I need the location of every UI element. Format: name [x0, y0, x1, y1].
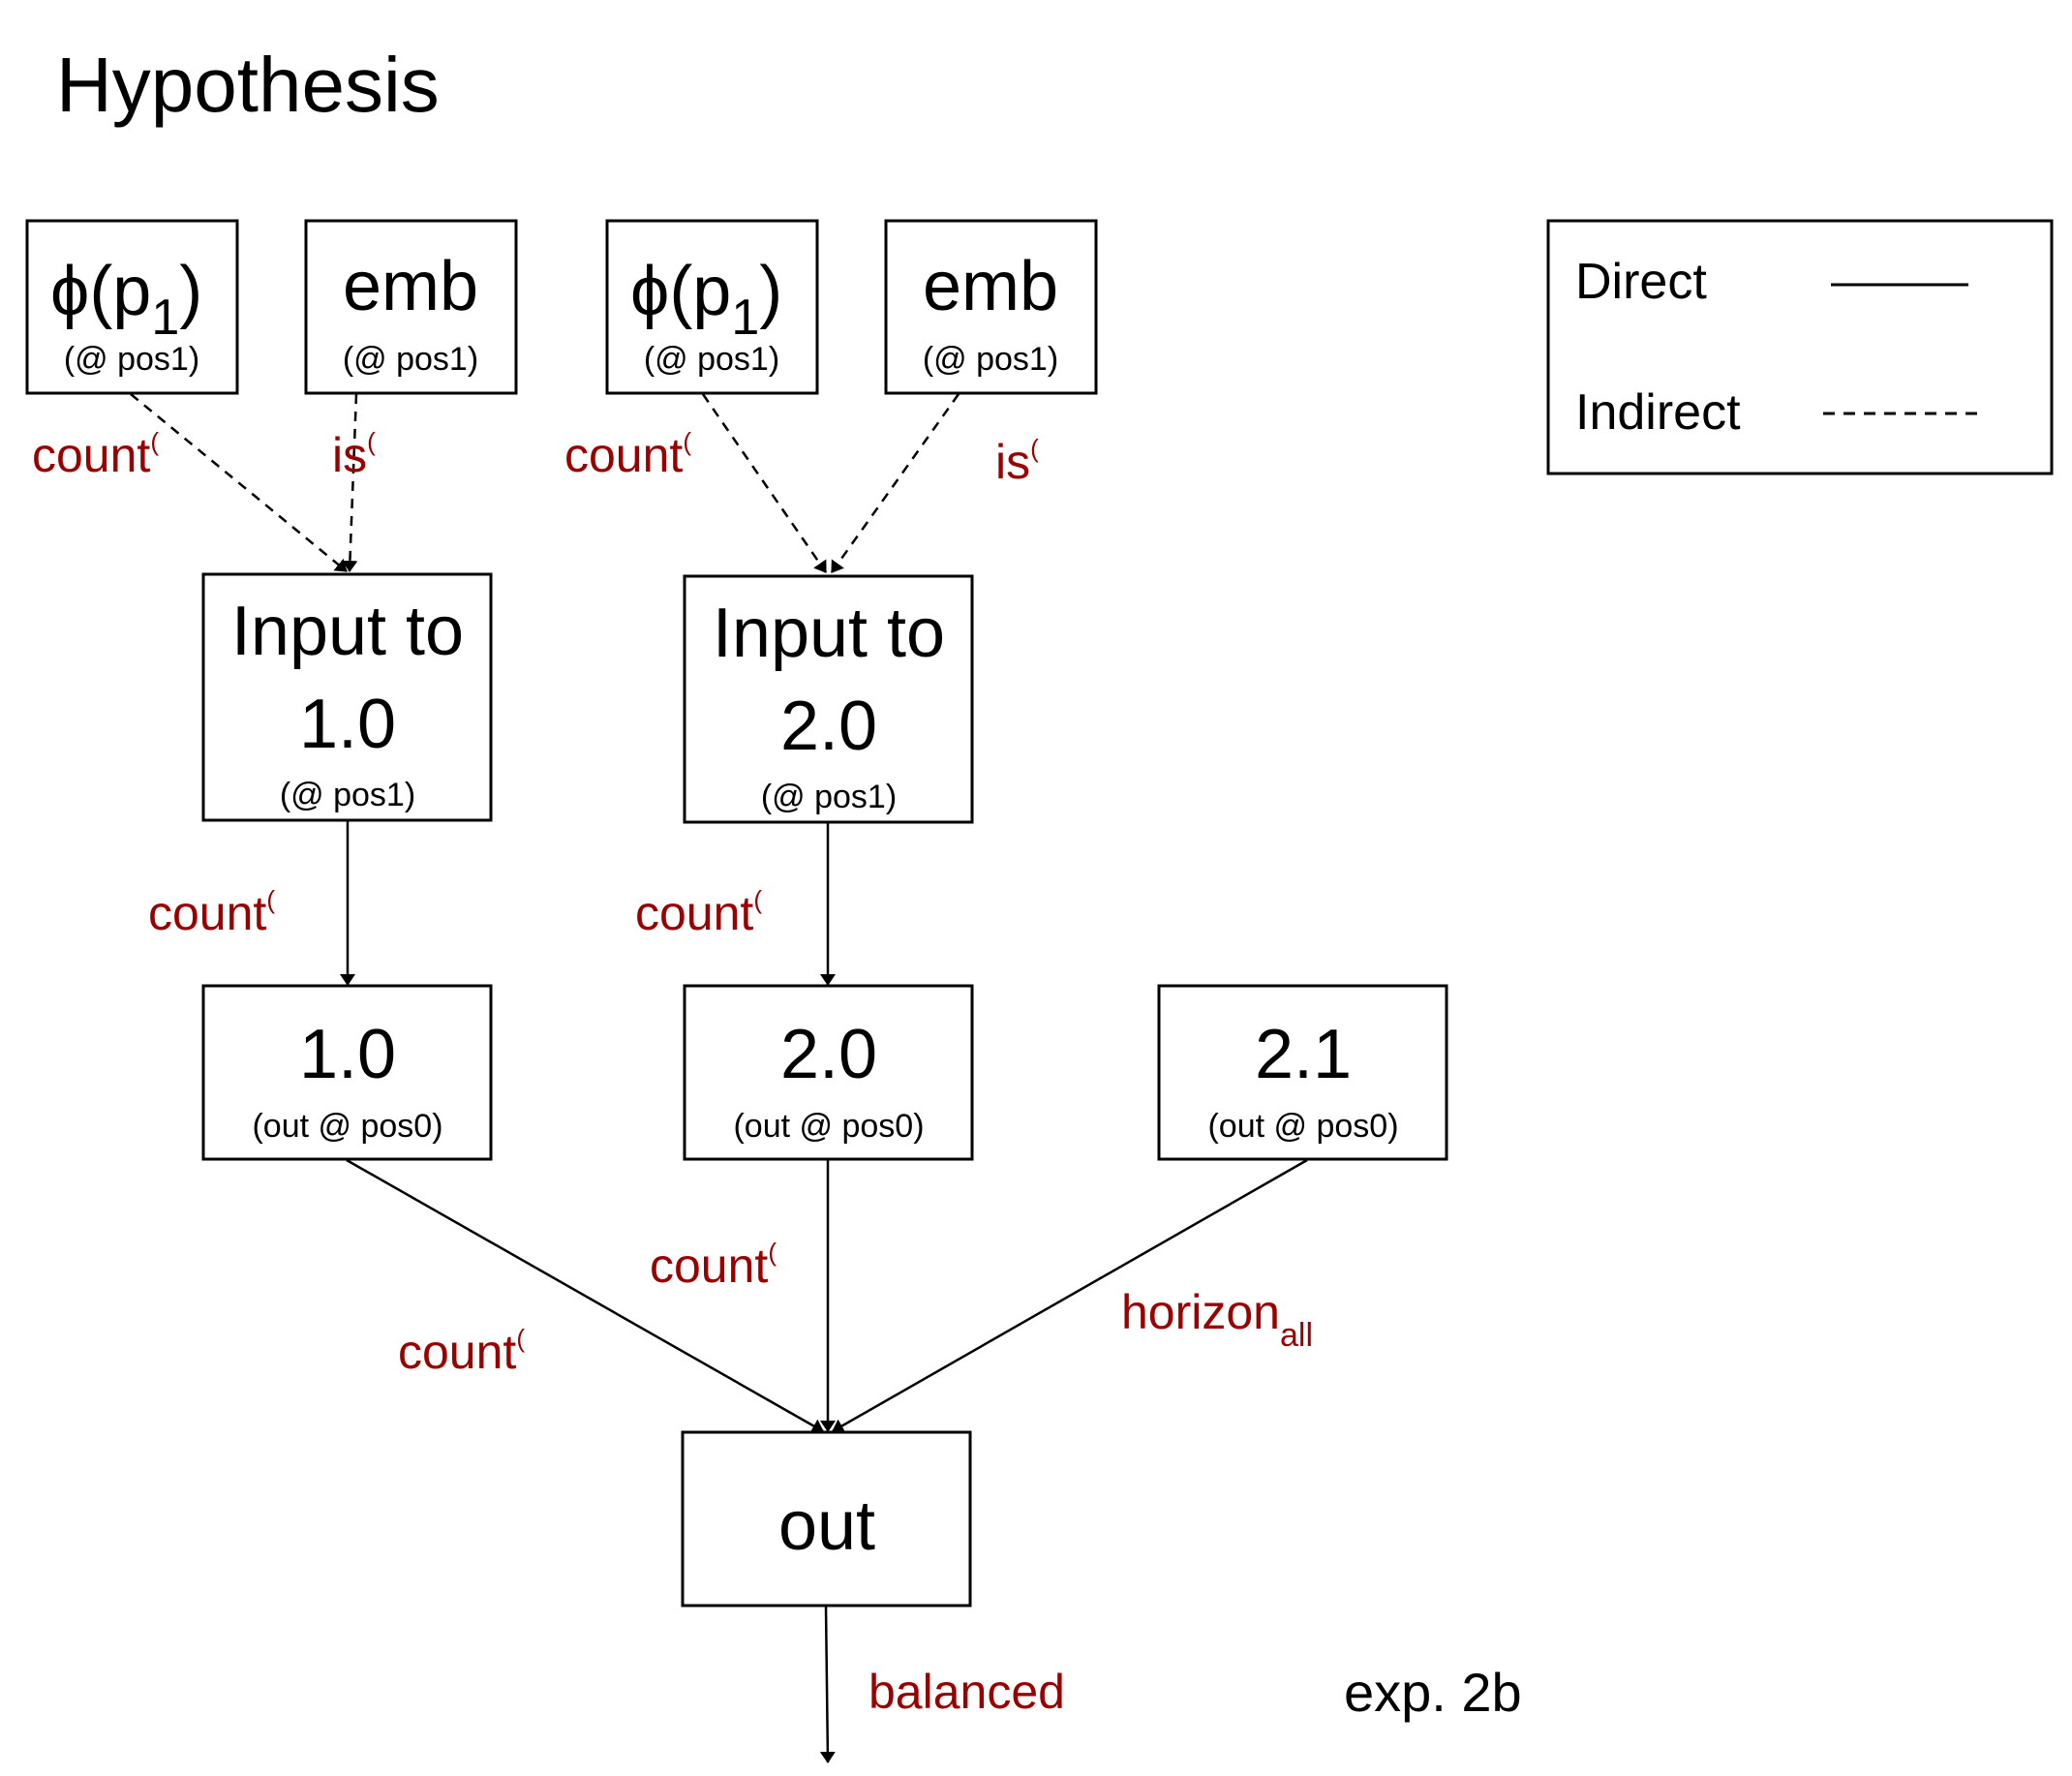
node-emb-left: emb (@ pos1) — [304, 219, 518, 395]
caption: exp. 2b — [1344, 1662, 1522, 1723]
node-2.0: 2.0 (out @ pos0) — [683, 984, 974, 1161]
edge-label-emb1-is: is( — [332, 427, 376, 482]
edge-label-input10-count: count( — [148, 885, 275, 940]
node-1.0: 1.0 (out @ pos0) — [201, 984, 493, 1161]
edge-label-2.0-out-count: count( — [650, 1238, 777, 1293]
svg-text:2.1: 2.1 — [1255, 1016, 1352, 1093]
svg-text:1.0: 1.0 — [299, 686, 396, 763]
svg-text:out: out — [778, 1487, 875, 1565]
svg-text:Input to: Input to — [713, 595, 945, 672]
node-phi-p1-left: ϕ(p1) (@ pos1) — [25, 219, 239, 395]
node-out: out — [681, 1430, 972, 1608]
node-input-to-1.0: Input to 1.0 (@ pos1) — [201, 572, 493, 822]
node-2.1: 2.1 (out @ pos0) — [1157, 984, 1448, 1161]
edge-phi1-to-input10 — [130, 393, 348, 572]
svg-text:(@ pos1): (@ pos1) — [343, 341, 478, 378]
edge-label-1.0-out-count: count( — [398, 1324, 525, 1379]
svg-text:emb: emb — [923, 248, 1058, 325]
svg-text:(@ pos1): (@ pos1) — [644, 341, 779, 378]
edge-1.0-to-out — [346, 1158, 824, 1433]
edge-out-to-final — [819, 1606, 836, 1763]
node-phi-p1-right: ϕ(p1) (@ pos1) — [605, 219, 819, 395]
edge-phi2-to-input20 — [701, 393, 828, 573]
svg-text:(out @ pos0): (out @ pos0) — [1207, 1108, 1398, 1145]
svg-text:(out @ pos0): (out @ pos0) — [252, 1108, 442, 1145]
svg-text:emb: emb — [343, 248, 478, 325]
svg-text:2.0: 2.0 — [780, 688, 877, 765]
svg-text:(@ pos1): (@ pos1) — [923, 341, 1058, 378]
page-title: Hypothesis — [56, 42, 440, 128]
svg-text:Input to: Input to — [231, 593, 464, 670]
node-input-to-2.0: Input to 2.0 (@ pos1) — [683, 574, 974, 824]
legend-label-direct: Direct — [1575, 254, 1707, 310]
edge-label-phi1-count: count( — [32, 427, 159, 482]
svg-text:2.0: 2.0 — [780, 1016, 877, 1093]
svg-text:1.0: 1.0 — [299, 1016, 396, 1093]
svg-text:(@ pos1): (@ pos1) — [64, 341, 199, 378]
svg-text:(@ pos1): (@ pos1) — [761, 779, 897, 815]
edge-emb1-to-input10 — [342, 393, 358, 572]
svg-text:(out @ pos0): (out @ pos0) — [733, 1108, 924, 1145]
edge-label-input20-count: count( — [635, 885, 762, 940]
edge-label-phi2-count: count( — [564, 427, 691, 482]
edge-label-2.1-out-horizon: horizonall — [1121, 1285, 1313, 1354]
node-emb-right: emb (@ pos1) — [884, 219, 1098, 395]
svg-text:(@ pos1): (@ pos1) — [280, 777, 415, 813]
edge-2.1-to-out — [832, 1158, 1308, 1433]
edge-emb2-to-input20 — [830, 393, 960, 573]
edge-label-emb2-is: is( — [995, 434, 1039, 489]
svg-text:ϕ(p1): ϕ(p1) — [630, 253, 782, 346]
legend: Direct Indirect — [1546, 219, 2054, 475]
svg-text:ϕ(p1): ϕ(p1) — [50, 253, 202, 346]
edge-label-out-balanced: balanced — [868, 1665, 1065, 1719]
legend-label-indirect: Indirect — [1575, 384, 1741, 441]
